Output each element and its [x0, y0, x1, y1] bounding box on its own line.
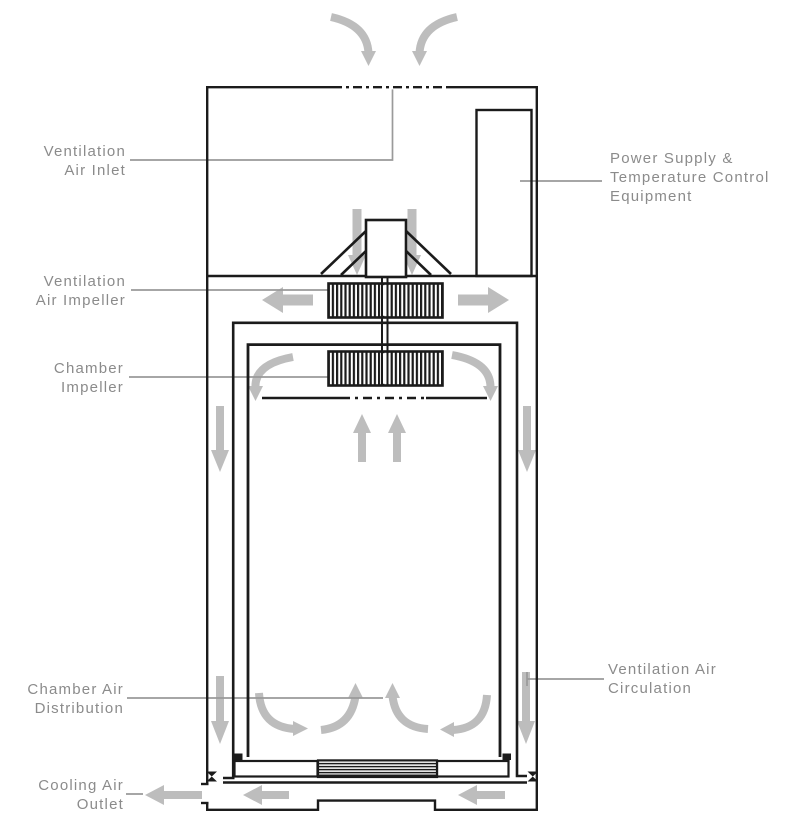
label-leaders	[126, 88, 604, 795]
label-line: Ventilation Air	[608, 661, 717, 678]
power-supply-box	[475, 108, 533, 278]
floor-arc-up-right-head-icon	[385, 683, 400, 698]
chamber-up-arrow-left-icon	[353, 414, 371, 462]
chamber-impeller-icon	[327, 350, 444, 387]
wall-fittings	[206, 771, 538, 782]
airflow-arrows	[145, 51, 536, 805]
bowtie-fitting-right-icon	[527, 771, 538, 782]
inlet-arc-right-head-icon	[412, 51, 427, 66]
label-power-supply-temperature-control: Power Supply & Temperature Control Equip…	[610, 149, 770, 206]
label-line: Air Inlet	[64, 162, 126, 179]
label-line: Temperature Control	[610, 169, 770, 186]
floor-arc-up-left-icon	[320, 695, 360, 734]
floor-duct-left	[233, 759, 319, 778]
floor-arc-right-icon	[452, 694, 491, 734]
inlet-arc-left-icon	[330, 13, 373, 54]
plenum-wall	[223, 321, 527, 780]
label-line: Equipment	[610, 188, 693, 205]
bowtie-fitting-left-icon	[206, 771, 217, 782]
motor-braces	[320, 230, 452, 276]
floor-arc-up-right-icon	[388, 695, 429, 733]
label-line: Chamber Air	[27, 681, 124, 698]
label-line: Outlet	[76, 796, 124, 813]
motor-down-arrow-left-icon	[348, 209, 366, 275]
leader-ventilation-air-inlet	[130, 88, 394, 161]
chamber-up-arrow-right-icon	[388, 414, 406, 462]
label-line: Circulation	[608, 680, 693, 697]
inlet-arc-right-icon	[415, 13, 458, 54]
chamber-wall	[246, 343, 502, 757]
inlet-arc-left-head-icon	[361, 51, 376, 66]
impeller-arc-left-head-icon	[248, 386, 263, 401]
cooling-flow-arrow-right-icon	[458, 785, 505, 805]
label-cooling-air-outlet: Cooling Air Outlet	[0, 776, 124, 814]
impeller-arc-right-icon	[451, 351, 495, 389]
label-ventilation-air-inlet: Ventilation Air Inlet	[0, 142, 126, 180]
channel-down-arrow-lower-left-icon	[211, 676, 229, 744]
impeller-outflow-arrow-right-icon	[458, 287, 509, 313]
cabinet-outline	[201, 84, 538, 811]
label-ventilation-air-impeller: Ventilation Air Impeller	[0, 272, 126, 310]
label-chamber-air-distribution: Chamber Air Distribution	[0, 680, 124, 718]
floor-arc-up-left-head-icon	[348, 683, 363, 698]
cabinet-structure	[201, 84, 538, 811]
impeller-arc-left-icon	[251, 353, 294, 389]
floor-duct-right	[435, 759, 510, 778]
label-line: Ventilation	[43, 273, 126, 290]
label-line: Chamber	[53, 360, 124, 377]
label-line: Impeller	[61, 379, 124, 396]
heater-plate-icon	[316, 759, 439, 779]
ventilation-air-impeller-icon	[327, 282, 444, 319]
channel-down-arrow-lower-right-icon	[517, 672, 535, 744]
floor-arc-left-head-icon	[293, 721, 308, 736]
chamber-wall-feet	[234, 753, 511, 760]
impeller-outflow-arrow-left-icon	[262, 287, 313, 313]
label-chamber-impeller: Chamber Impeller	[0, 359, 124, 397]
channel-down-arrow-upper-left-icon	[211, 406, 229, 472]
label-line: Ventilation	[43, 143, 126, 160]
label-ventilation-air-circulation: Ventilation Air Circulation	[608, 660, 717, 698]
cooling-outlet-arrow-icon	[145, 785, 202, 805]
label-line: Power Supply &	[610, 150, 734, 167]
fan-motor	[364, 218, 408, 279]
channel-down-arrow-upper-right-icon	[518, 406, 536, 472]
cooling-flow-arrow-left-icon	[243, 785, 289, 805]
impeller-arc-right-head-icon	[483, 386, 498, 401]
label-line: Distribution	[34, 700, 124, 717]
label-line: Air Impeller	[35, 292, 126, 309]
floor-arc-right-head-icon	[440, 722, 454, 737]
label-line: Cooling Air	[38, 777, 124, 794]
